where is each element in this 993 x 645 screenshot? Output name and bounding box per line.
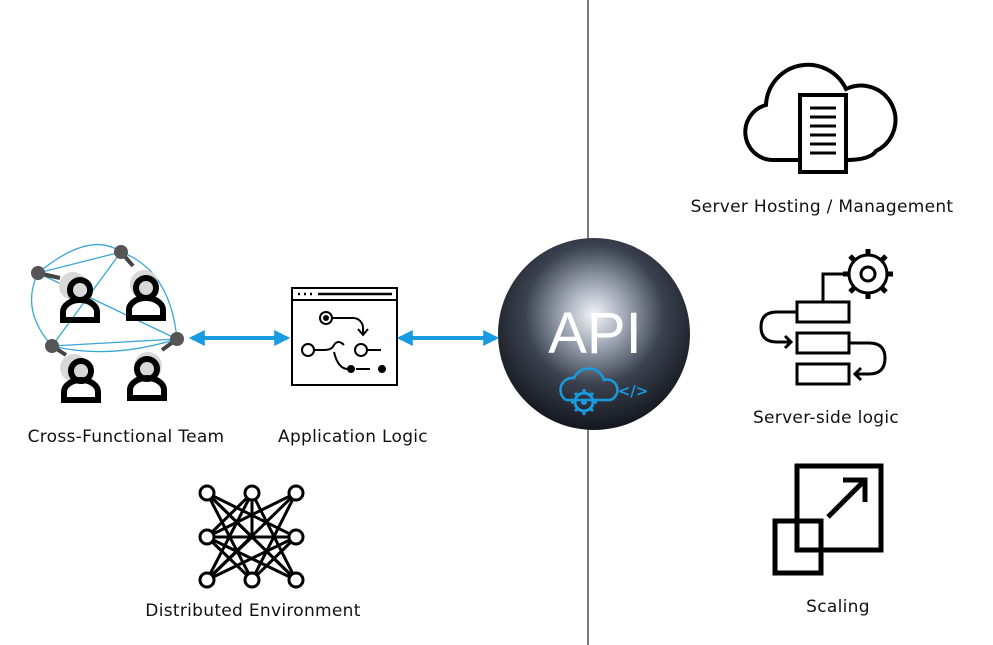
api-label: API bbox=[548, 301, 642, 366]
cloud-gear-code-icon: </> bbox=[559, 367, 649, 415]
scaling-icon bbox=[772, 463, 884, 576]
hosting-label: Server Hosting / Management bbox=[690, 197, 954, 217]
people-network-icon bbox=[30, 244, 184, 403]
app-logic-label: Application Logic bbox=[278, 427, 428, 447]
team-label: Cross-Functional Team bbox=[27, 427, 225, 447]
api-sphere-body bbox=[498, 238, 690, 430]
cloud-server-icon bbox=[743, 62, 898, 174]
distributed-label: Distributed Environment bbox=[145, 601, 361, 621]
neural-network-icon bbox=[198, 484, 305, 589]
scaling-label: Scaling bbox=[806, 597, 870, 617]
server-gear-icon bbox=[759, 249, 893, 386]
svg-text:</>: </> bbox=[618, 382, 649, 400]
server-logic-label: Server-side logic bbox=[752, 408, 900, 428]
api-sphere: </> bbox=[498, 238, 690, 430]
workflow-window-icon bbox=[291, 287, 398, 386]
